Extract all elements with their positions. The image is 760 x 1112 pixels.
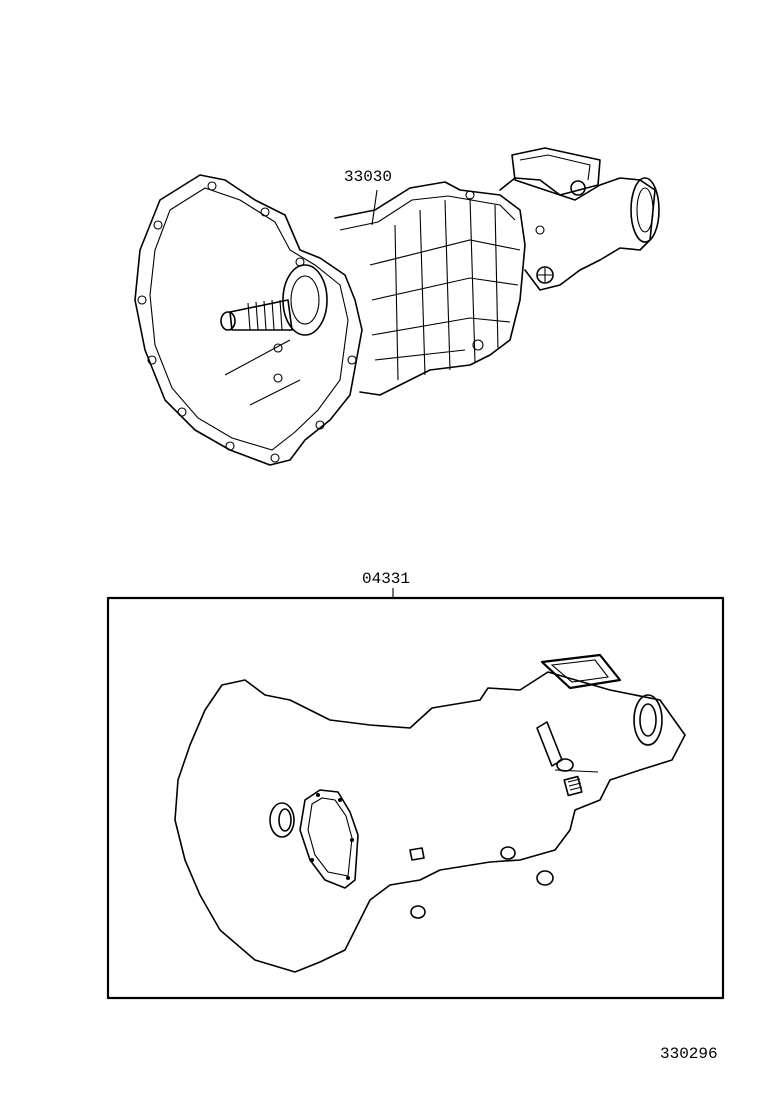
label-gasket-kit: 04331: [362, 570, 410, 588]
transmission-assembly-drawing: [134, 147, 660, 466]
gasket-kit-drawing: [174, 653, 686, 973]
figure-number: 330296: [660, 1045, 718, 1063]
gasket-kit-frame: [106, 596, 725, 1000]
label-transmission-assembly: 33030: [344, 168, 392, 186]
